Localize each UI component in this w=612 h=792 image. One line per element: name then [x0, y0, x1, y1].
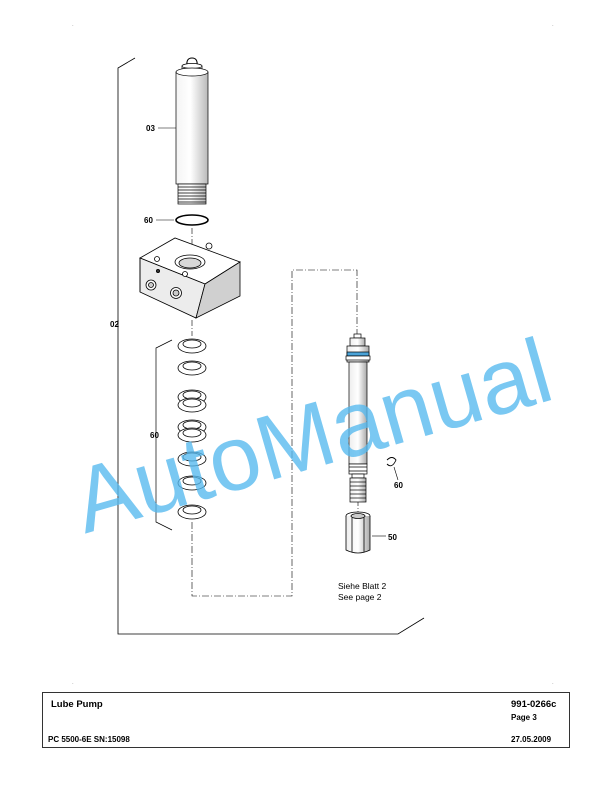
machine-model: PC 5500-6E SN:15098 [48, 735, 130, 744]
see-page-note-de: Siehe Blatt 2 [338, 581, 386, 591]
callout-60-piston: 60 [394, 481, 403, 490]
pump-block [139, 237, 241, 319]
seal-stack [177, 338, 207, 520]
corner-mark: . [552, 680, 554, 686]
cylinder-part [175, 57, 209, 205]
assembly-bracket [117, 57, 425, 635]
callout-02: 02 [110, 320, 119, 329]
corner-mark: . [72, 22, 74, 28]
piston-part [345, 333, 371, 503]
corner-mark: . [552, 22, 554, 28]
callout-60-top: 60 [144, 216, 153, 225]
page-number: Page 3 [511, 713, 537, 722]
oring-piston [386, 457, 397, 467]
oring-top [175, 214, 209, 226]
callout-60-seals: 60 [150, 431, 159, 440]
routing-centerline [191, 269, 358, 597]
corner-mark: . [72, 680, 74, 686]
document-number: 991-0266c [511, 699, 557, 710]
callout-50: 50 [388, 533, 397, 542]
piston-ring [346, 351, 370, 357]
see-page-note-en: See page 2 [338, 592, 382, 602]
callout-03: 03 [146, 124, 155, 133]
seal-bracket [155, 339, 173, 531]
nut-part [345, 511, 371, 554]
document-date: 27.05.2009 [511, 735, 552, 744]
title-block: Lube Pump 991-0266c Page 3 PC 5500-6E SN… [42, 692, 570, 748]
drawing-title: Lube Pump [51, 699, 103, 710]
watermark: AutoManual [62, 320, 562, 553]
